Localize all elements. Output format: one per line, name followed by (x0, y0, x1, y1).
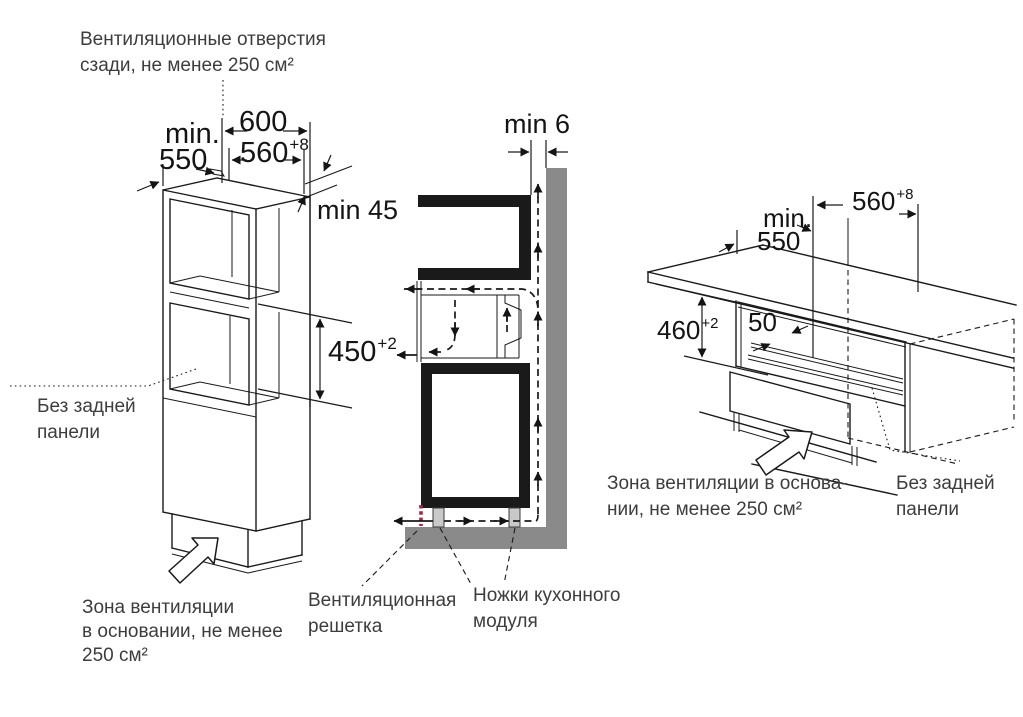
no-back-panel-note-left: Без задней панели (37, 396, 136, 443)
base-airflow-arrow (168, 537, 219, 584)
dim-depth-min-label-right: min. (763, 203, 813, 233)
wall (546, 168, 567, 549)
dim-width-600: 600 (239, 106, 288, 138)
dim-depth-550-right: 550 (757, 226, 801, 256)
section-drawing (361, 140, 568, 587)
dim-niche-width-560-left: 560+8 (240, 135, 309, 169)
wall-gap-dimension (508, 140, 568, 195)
dim-wall-gap-min6: min 6 (504, 109, 571, 139)
tall-cabinet-drawing (10, 80, 353, 584)
no-back-panel-note-right: Без задней панели (896, 473, 995, 520)
cabinet-leg (508, 507, 521, 528)
dim-niche-width-560-right: 560+8 (852, 186, 914, 216)
right-dimension-lines (655, 196, 919, 376)
left-dimension-lines (136, 118, 353, 409)
dim-depth-min-label-left: min. (165, 118, 220, 150)
airflow-arrows (393, 182, 543, 526)
dim-top-gap-min45: min 45 (317, 195, 399, 225)
grille-note: Вентиляционная решетка (308, 590, 457, 637)
cabinet-leg (432, 507, 445, 528)
dim-niche-height-450: 450+2 (328, 334, 397, 368)
base-cabinet-drawing (647, 196, 1017, 496)
legs-note: Ножки кухонного модуля (473, 585, 621, 632)
dim-rail-offset-50: 50 (748, 307, 777, 337)
base-airflow-arrow (755, 429, 813, 476)
dim-depth-550-left: 550 (159, 144, 208, 176)
base-vent-note-left: Зона вентиляции в основании, не менее 25… (82, 597, 283, 666)
vent-back-note: Вентиляционные отверстия сзади, не менее… (80, 29, 326, 76)
base-vent-note-right: Зона вентиляции в основа- нии, не менее … (607, 473, 848, 520)
floor (405, 527, 567, 549)
dim-niche-height-460: 460+2 (657, 315, 719, 345)
